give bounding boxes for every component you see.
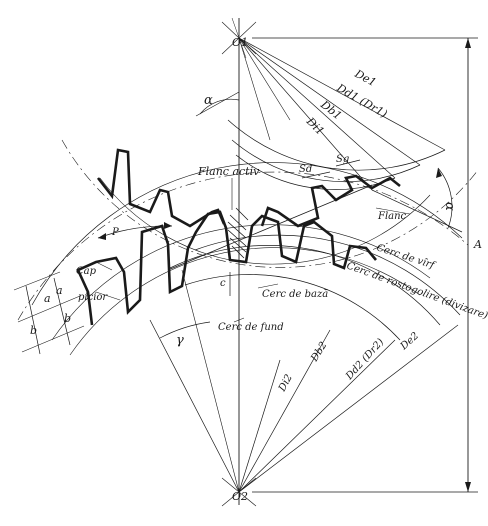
alpha-top-arc — [199, 98, 240, 115]
label-sg: Sg — [336, 154, 349, 165]
contact-hatch — [227, 207, 249, 259]
radius-o1-inner-b — [238, 37, 271, 141]
cerc-fund-leader — [233, 317, 245, 323]
radius-dd2 — [238, 339, 396, 493]
ab-ext-2 — [17, 295, 81, 323]
label-di2: Di2 — [276, 373, 294, 395]
label-cap: Cap — [76, 266, 97, 277]
ab-ext-1 — [13, 271, 61, 291]
cerc-baza-leader — [257, 283, 279, 289]
label-o1: O1 — [232, 36, 248, 49]
pitch-arrow-left — [98, 233, 106, 240]
label-cerc-virf: Cerc de vîrf — [375, 242, 438, 272]
upper-base-circle — [99, 177, 431, 265]
line-of-action — [167, 184, 373, 271]
label-cerc-fund: Cerc de fund — [218, 322, 284, 333]
label-gamma: γ — [176, 333, 184, 348]
label-sd: Sd — [299, 164, 312, 175]
flanc-leader — [375, 207, 411, 215]
label-picior: picior — [78, 292, 108, 303]
label-db2: Db2 — [309, 340, 330, 364]
pitch-dimension — [97, 225, 173, 239]
arc-dd1 — [231, 139, 421, 183]
label-dd2: Dd2 (Dr2) — [343, 337, 386, 383]
label-de1: De1 — [352, 67, 379, 89]
label-p: P — [111, 227, 119, 238]
label-de2: De2 — [398, 330, 421, 352]
label-cerc-rostogolire: Cerc de rostogolire (divizare) — [345, 260, 488, 321]
lower-pitch-circle — [17, 171, 469, 321]
lower-base-circle — [51, 224, 431, 341]
sg-dimension — [335, 159, 361, 167]
radius-db2 — [238, 329, 331, 493]
ab-dimension-b — [53, 277, 71, 346]
label-cerc-baza: Cerc de bază — [262, 289, 328, 300]
label-b-right: b — [64, 312, 71, 325]
radius-db1 — [238, 37, 396, 179]
arc-de1 — [227, 119, 446, 171]
alpha-right-leg — [371, 189, 463, 233]
picior-leader — [95, 291, 121, 301]
label-alpha-top: α — [204, 93, 213, 108]
radius-dd1 — [238, 37, 421, 166]
alpha-right-arrow — [436, 168, 442, 178]
radius-di2 — [238, 359, 281, 493]
label-a-left: a — [44, 292, 51, 305]
dimension-a-arrow-top — [465, 38, 471, 48]
label-alpha-right: α — [442, 202, 457, 211]
sd-dimension — [301, 171, 331, 179]
arc-dd2 — [169, 245, 441, 326]
lower-tip-circle — [31, 162, 463, 306]
radius-gamma-left — [149, 319, 240, 493]
radius-o1-inner-a — [238, 37, 291, 121]
upper-pitch-circle — [61, 139, 479, 268]
radius-di1 — [238, 37, 373, 191]
cap-leader — [95, 261, 113, 271]
lower-gear-teeth — [76, 210, 377, 326]
label-flanc: Flanc — [377, 211, 407, 222]
gamma-arc — [159, 321, 211, 339]
dimension-a-arrow-bottom — [465, 482, 471, 492]
radius-de2 — [238, 324, 459, 493]
ab-dimension-a — [25, 285, 41, 355]
label-flanc-activ: Flanc activ — [197, 165, 260, 178]
alpha-right-arc — [437, 167, 453, 229]
label-b-left: b — [30, 324, 37, 337]
label-db1: Db1 — [317, 98, 344, 123]
o2-cross-b — [221, 477, 257, 507]
label-o2: O2 — [232, 490, 248, 503]
lower-root-circle — [69, 247, 421, 356]
o1-cross-c — [231, 17, 247, 59]
label-a-right: a — [56, 284, 63, 297]
ab-ext-3 — [21, 325, 85, 353]
pitch-arrow-right — [164, 222, 172, 229]
radius-gamma-right — [181, 269, 240, 493]
label-c: c — [220, 278, 226, 289]
label-a-dim: A — [473, 238, 482, 251]
radius-de1 — [238, 37, 446, 151]
alpha-top-leg — [195, 91, 240, 117]
arc-de2 — [194, 234, 461, 316]
arc-db2 — [184, 274, 401, 341]
